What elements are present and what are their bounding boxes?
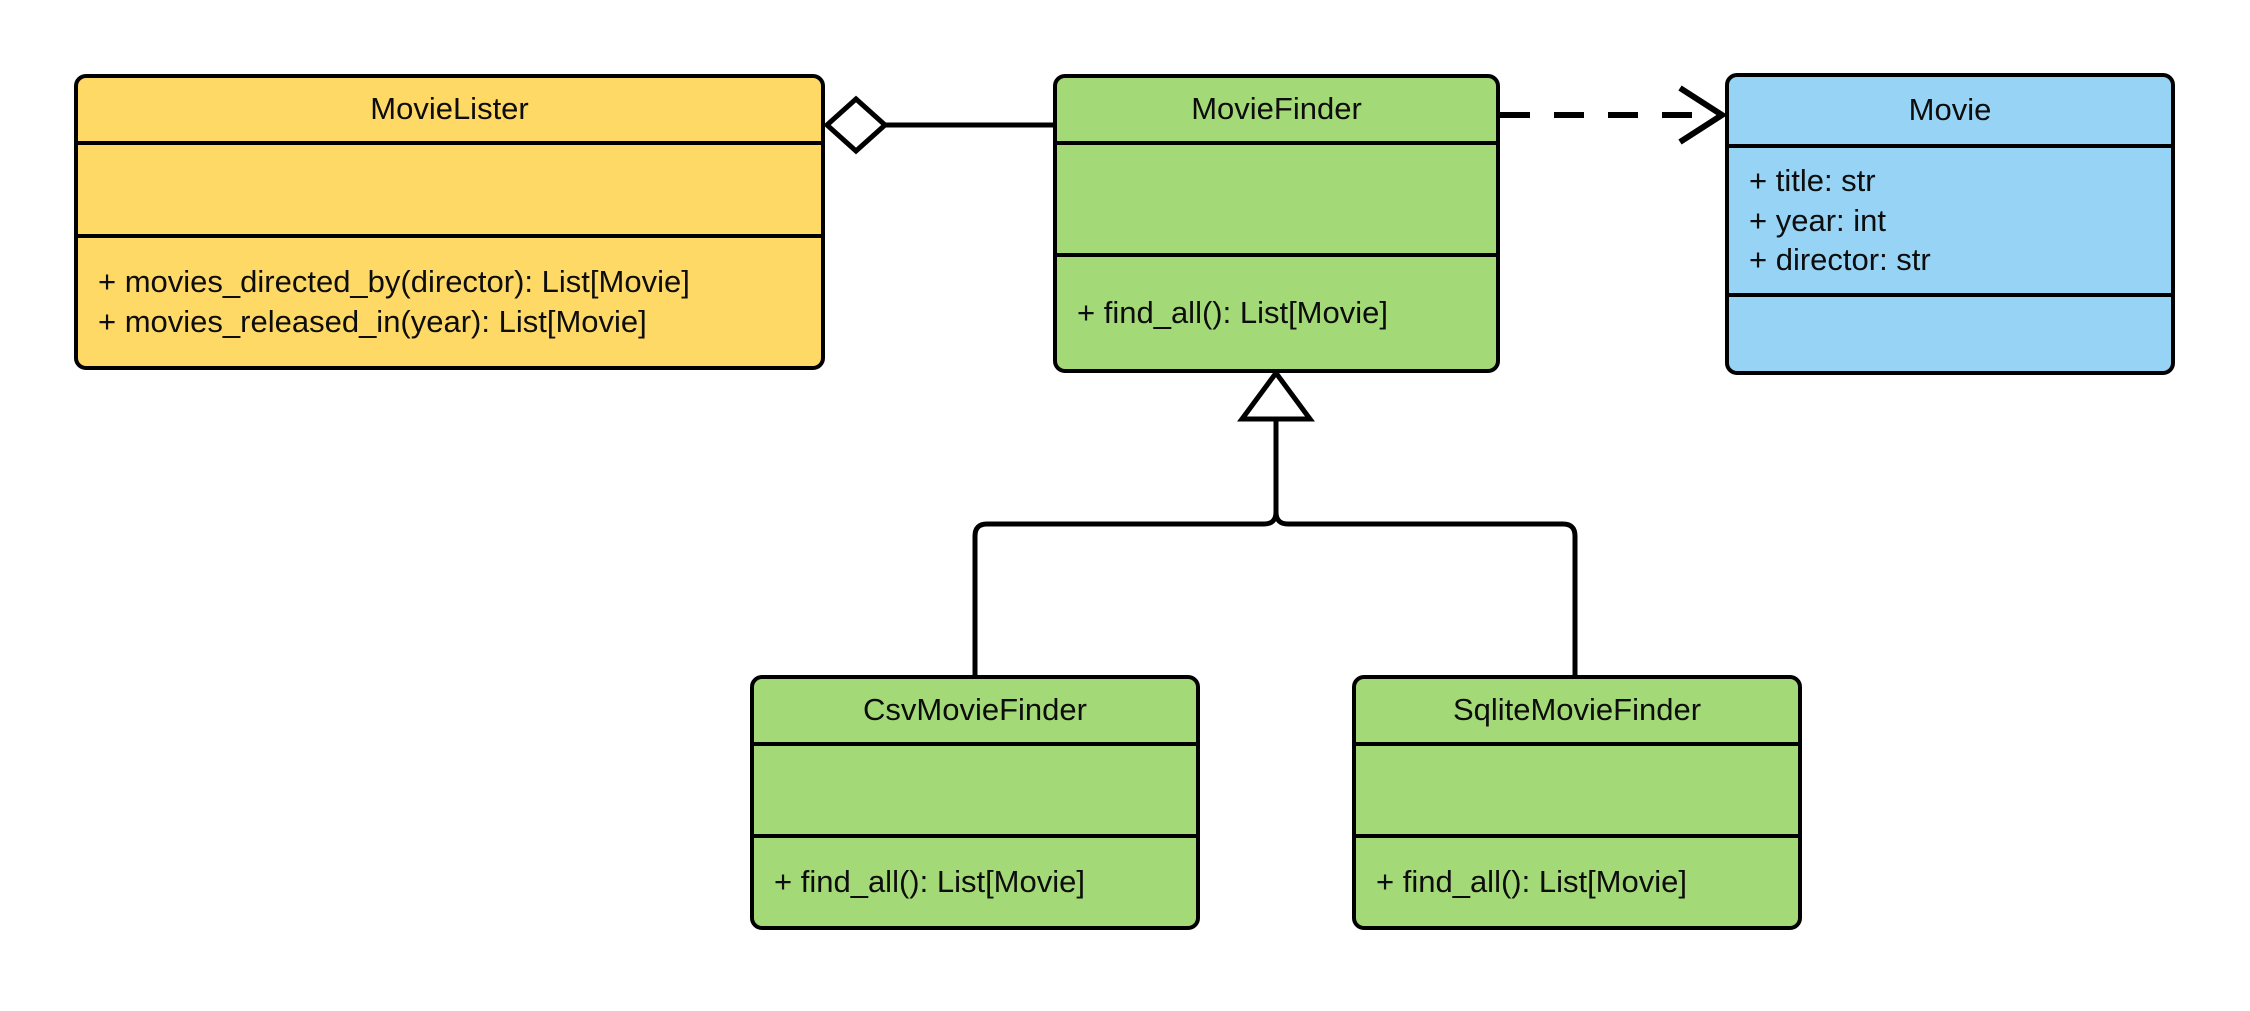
class-box-movie-finder[interactable]: MovieFinder + find_all(): List[Movie]	[1053, 74, 1500, 373]
generalization-branch-sqlite	[1273, 417, 1578, 675]
class-name-compartment-movie-finder: MovieFinder	[1057, 78, 1496, 141]
method-row: + find_all(): List[Movie]	[1077, 295, 1388, 331]
attributes-compartment-movie-finder	[1057, 141, 1496, 253]
class-box-movie[interactable]: Movie + title: str + year: int + directo…	[1725, 73, 2175, 375]
class-name-compartment-movie-lister: MovieLister	[78, 78, 821, 141]
edge-dependency-finder-movie	[1500, 85, 1728, 145]
class-box-csv-movie-finder[interactable]: CsvMovieFinder + find_all(): List[Movie]	[750, 675, 1200, 930]
attribute-row: + director: str	[1749, 242, 1931, 278]
methods-compartment-movie-finder: + find_all(): List[Movie]	[1057, 253, 1496, 369]
generalization-branch-csv	[972, 417, 1279, 675]
attribute-row: + year: int	[1749, 202, 1886, 238]
edge-aggregation-lister-finder	[823, 95, 1053, 155]
attributes-compartment-csv-movie-finder	[754, 742, 1196, 834]
methods-compartment-movie	[1729, 293, 2171, 371]
method-row: + movies_directed_by(director): List[Mov…	[98, 264, 690, 300]
class-box-movie-lister[interactable]: MovieLister + movies_directed_by(directo…	[74, 74, 825, 370]
class-title-movie: Movie	[1908, 92, 1992, 128]
methods-compartment-movie-lister: + movies_directed_by(director): List[Mov…	[78, 234, 821, 366]
hollow-triangle-icon	[1237, 368, 1315, 422]
edge-generalization-bus	[972, 368, 1578, 675]
class-title-sqlite-movie-finder: SqliteMovieFinder	[1452, 692, 1702, 728]
hollow-diamond-icon	[823, 95, 889, 155]
methods-compartment-csv-movie-finder: + find_all(): List[Movie]	[754, 834, 1196, 926]
class-name-compartment-sqlite-movie-finder: SqliteMovieFinder	[1356, 679, 1798, 742]
class-title-csv-movie-finder: CsvMovieFinder	[863, 692, 1087, 728]
attributes-compartment-movie-lister	[78, 141, 821, 234]
open-arrow-icon	[1678, 85, 1728, 145]
class-name-compartment-csv-movie-finder: CsvMovieFinder	[754, 679, 1196, 742]
class-name-compartment-movie: Movie	[1729, 77, 2171, 144]
class-title-movie-lister: MovieLister	[370, 91, 529, 127]
attribute-row: + title: str	[1749, 162, 1876, 198]
method-row: + movies_released_in(year): List[Movie]	[98, 304, 647, 339]
class-box-sqlite-movie-finder[interactable]: SqliteMovieFinder + find_all(): List[Mov…	[1352, 675, 1802, 930]
attributes-compartment-sqlite-movie-finder	[1356, 742, 1798, 834]
method-row: + find_all(): List[Movie]	[1376, 864, 1687, 900]
methods-compartment-sqlite-movie-finder: + find_all(): List[Movie]	[1356, 834, 1798, 926]
method-row: + find_all(): List[Movie]	[774, 864, 1085, 900]
attributes-compartment-movie: + title: str + year: int + director: str	[1729, 144, 2171, 293]
class-title-movie-finder: MovieFinder	[1191, 91, 1362, 127]
